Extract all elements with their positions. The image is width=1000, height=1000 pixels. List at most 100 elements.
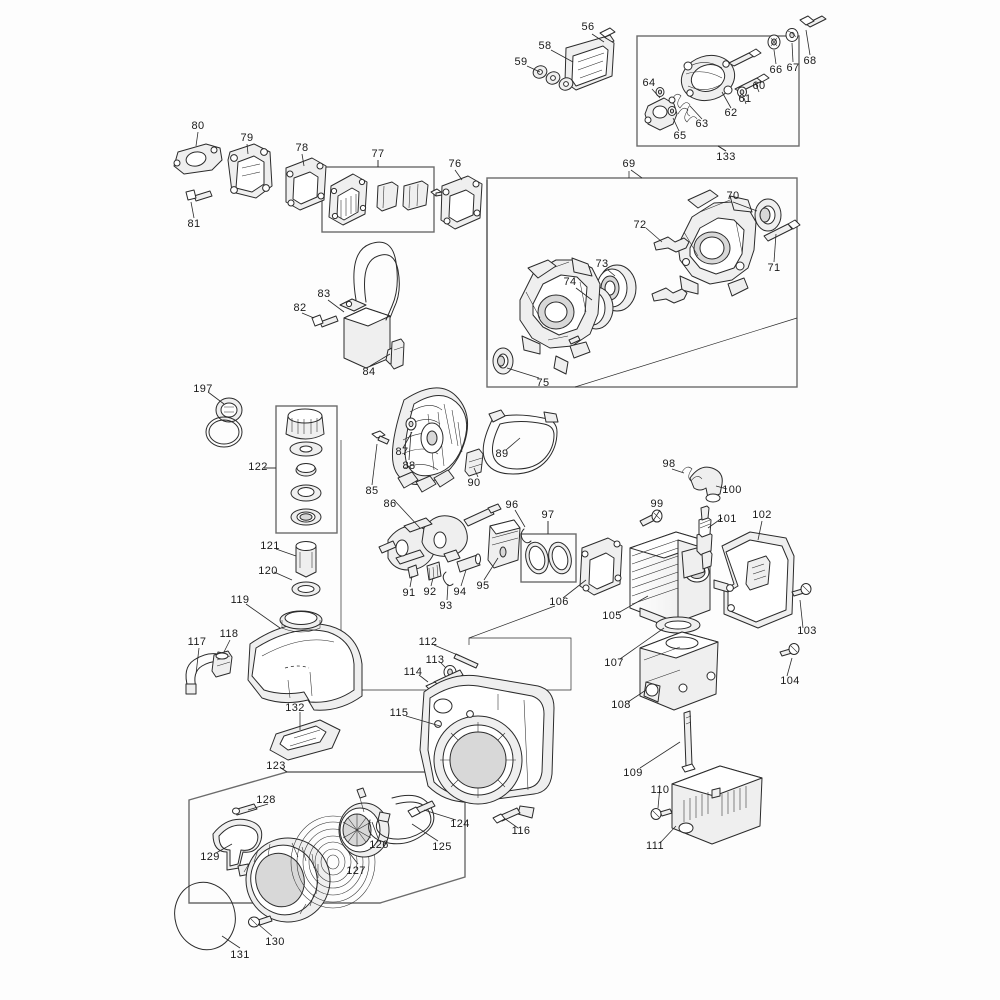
part-65-washer	[667, 106, 677, 116]
part-96-circlip	[520, 528, 532, 544]
part-71-bolt	[763, 219, 801, 242]
callout-71: 71	[767, 262, 781, 274]
callout-79: 79	[240, 132, 254, 144]
part-87-flywheel	[391, 387, 469, 493]
part-88-nut	[405, 417, 417, 431]
callout-107: 107	[604, 657, 624, 669]
callout-108: 108	[611, 699, 631, 711]
callout-117: 117	[187, 636, 207, 648]
part-197-cap-retainer-ring	[205, 397, 243, 448]
callout-127: 127	[346, 865, 366, 877]
callout-112: 112	[418, 636, 438, 648]
part-110-screw	[650, 808, 673, 820]
part-58-handle-cover	[564, 36, 615, 91]
part-washer-small	[655, 87, 665, 97]
part-124-bolt	[407, 800, 436, 818]
callout-102: 102	[752, 509, 772, 521]
part-115-fan-housing	[419, 674, 555, 819]
part-98-spring	[681, 466, 703, 482]
part-key	[568, 335, 581, 345]
part-131-starter-cover-plate	[174, 881, 236, 951]
part-104-screw	[779, 643, 800, 657]
callout-100: 100	[722, 484, 742, 496]
callout-94: 94	[453, 586, 467, 598]
callout-74: 74	[563, 276, 577, 288]
callout-121: 121	[260, 540, 280, 552]
part-103-screw	[791, 583, 812, 597]
callout-111: 111	[646, 840, 664, 852]
part-99-bolt	[639, 509, 663, 527]
part-bolt-upper	[728, 48, 762, 67]
part-120-gasket	[291, 581, 321, 597]
part-89-wire-guard	[482, 409, 559, 475]
callout-114: 114	[403, 666, 423, 678]
part-107-muffler-gasket	[655, 616, 701, 634]
part-61-washer	[737, 86, 747, 98]
callout-128: 128	[256, 794, 276, 806]
callout-60: 60	[752, 80, 766, 92]
part-86-crankshaft	[378, 503, 502, 571]
callout-65: 65	[673, 130, 687, 142]
part-119-fuel-tank	[247, 610, 363, 711]
part-80-gasket	[173, 143, 223, 175]
callout-95: 95	[476, 580, 490, 592]
part-crankcase-right	[677, 189, 757, 297]
part-79-intake-manifold	[227, 143, 273, 199]
part-129-starter-handle	[212, 818, 263, 877]
callout-84: 84	[362, 366, 376, 378]
callout-59: 59	[514, 56, 528, 68]
callout-64: 64	[642, 77, 656, 89]
callout-97: 97	[541, 509, 555, 521]
callout-67: 67	[786, 62, 800, 74]
callout-92: 92	[423, 586, 437, 598]
callout-99: 99	[650, 498, 664, 510]
part-starter-housing	[243, 837, 331, 923]
callout-115: 115	[389, 707, 409, 719]
callout-106: 106	[549, 596, 569, 608]
part-101-spark-plug	[696, 505, 713, 570]
part-118-fuel-filter	[211, 650, 233, 678]
callout-132: 132	[285, 702, 305, 714]
part-77-reed-valve-assembly	[328, 173, 443, 226]
callout-123: 123	[266, 760, 286, 772]
part-97-piston-ring-set	[525, 541, 572, 575]
part-108-muffler	[639, 631, 719, 711]
part-128-spring-clip	[232, 803, 258, 816]
callout-133: 133	[716, 151, 736, 163]
part-109-bolt	[681, 710, 696, 773]
part-83-ignition-coil	[339, 241, 401, 369]
part-85-bolt	[371, 430, 390, 445]
part-56-screw	[599, 27, 616, 44]
part-84-spark-plug-cap	[390, 338, 405, 370]
callout-119: 119	[230, 594, 250, 606]
part-70-oil-seal	[754, 198, 782, 232]
callout-81: 81	[187, 218, 201, 230]
part-106-cylinder-gasket	[579, 537, 623, 596]
part-76-gasket	[440, 175, 483, 230]
part-130-screw	[248, 915, 273, 928]
part-68-bolt	[799, 15, 827, 28]
callout-80: 80	[191, 120, 205, 132]
callout-197: 197	[193, 383, 213, 395]
part-102-cylinder-cover	[713, 531, 795, 629]
part-66-washer	[767, 34, 781, 50]
part-64-clutch-plate	[644, 96, 678, 131]
callout-104: 104	[780, 675, 800, 687]
callout-91: 91	[402, 587, 416, 599]
callout-66: 66	[769, 64, 783, 76]
callout-73: 73	[595, 258, 609, 270]
callout-116: 116	[511, 825, 531, 837]
part-63-clutch-spring	[671, 93, 698, 123]
callout-58: 58	[538, 40, 552, 52]
part-100-spark-plug-boot	[689, 466, 723, 503]
part-95-piston	[487, 519, 521, 569]
callout-83: 83	[317, 288, 331, 300]
callout-63: 63	[695, 118, 709, 130]
callout-75: 75	[536, 377, 550, 389]
callout-110: 110	[650, 784, 670, 796]
callout-70: 70	[726, 190, 740, 202]
part-93-circlip	[442, 571, 454, 587]
callout-86: 86	[383, 498, 397, 510]
callout-85: 85	[365, 485, 379, 497]
